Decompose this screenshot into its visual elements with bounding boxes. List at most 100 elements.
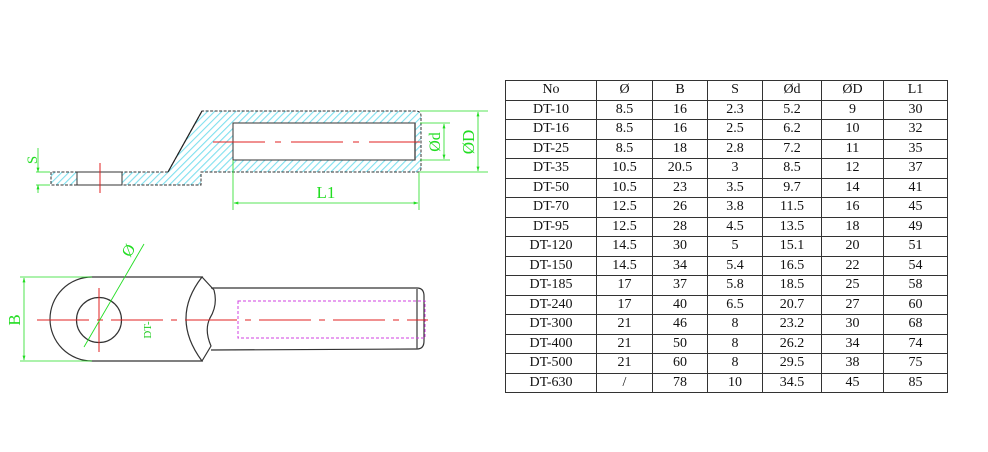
cell-inner-dia: 26.2: [762, 333, 822, 354]
technical-drawing: S Ød ØD L1: [5, 110, 488, 362]
cell-thickness-s: 8: [707, 333, 763, 354]
cell-width-b: 30: [652, 236, 708, 257]
cell-outer-dia: 27: [821, 294, 884, 315]
cell-width-b: 50: [652, 333, 708, 354]
cell-width-b: 46: [652, 314, 708, 335]
cell-length-l1: 68: [883, 314, 948, 335]
cell-outer-dia: 34: [821, 333, 884, 354]
cell-inner-dia: 8.5: [762, 158, 822, 179]
cell-outer-dia: 38: [821, 353, 884, 374]
cell-length-l1: 30: [883, 99, 948, 120]
side-view: S Ød ØD L1: [25, 110, 488, 210]
cell-length-l1: 60: [883, 294, 948, 315]
cell-model: DT-70: [505, 197, 597, 218]
cell-hole-dia: 21: [596, 314, 653, 335]
cell-outer-dia: 25: [821, 275, 884, 296]
cell-width-b: 34: [652, 255, 708, 276]
cell-thickness-s: 3.5: [707, 177, 763, 198]
cell-hole-dia: 14.5: [596, 255, 653, 276]
cell-inner-dia: 15.1: [762, 236, 822, 257]
label-l1: L1: [317, 183, 336, 202]
cell-hole-dia: 10.5: [596, 177, 653, 198]
cell-outer-dia: 20: [821, 236, 884, 257]
cell-length-l1: 74: [883, 333, 948, 354]
cell-model: DT-50: [505, 177, 597, 198]
cell-outer-dia: 12: [821, 158, 884, 179]
cell-hole-dia: 12.5: [596, 216, 653, 237]
cell-thickness-s: 5.8: [707, 275, 763, 296]
dimension-b: B: [5, 276, 92, 362]
cell-thickness-s: 2.3: [707, 99, 763, 120]
cell-width-b: 78: [652, 372, 708, 393]
cell-length-l1: 75: [883, 353, 948, 374]
cell-width-b: 60: [652, 353, 708, 374]
cell-model: DT-300: [505, 314, 597, 335]
cell-width-b: 23: [652, 177, 708, 198]
dimension-outer-diameter: ØD: [420, 110, 488, 173]
cell-model: DT-10: [505, 99, 597, 120]
header-hole-dia: Ø: [596, 80, 653, 101]
cell-length-l1: 32: [883, 119, 948, 140]
cell-thickness-s: 8: [707, 353, 763, 374]
cell-inner-dia: 13.5: [762, 216, 822, 237]
cell-inner-dia: 29.5: [762, 353, 822, 374]
cell-model: DT-25: [505, 138, 597, 159]
cell-outer-dia: 18: [821, 216, 884, 237]
cell-model: DT-240: [505, 294, 597, 315]
top-view: Ø DT- B: [5, 241, 428, 362]
cell-inner-dia: 23.2: [762, 314, 822, 335]
cell-hole-dia: 8.5: [596, 138, 653, 159]
dimension-inner-diameter: Ød: [420, 122, 450, 161]
cell-width-b: 26: [652, 197, 708, 218]
cell-inner-dia: 6.2: [762, 119, 822, 140]
cell-model: DT-35: [505, 158, 597, 179]
cell-inner-dia: 11.5: [762, 197, 822, 218]
cell-length-l1: 58: [883, 275, 948, 296]
palm-outline: [49, 276, 204, 362]
cell-model: DT-120: [505, 236, 597, 257]
cell-width-b: 18: [652, 138, 708, 159]
cell-thickness-s: 2.8: [707, 138, 763, 159]
barrel-outline: [201, 276, 425, 362]
cell-hole-dia: 21: [596, 353, 653, 374]
cell-width-b: 16: [652, 119, 708, 140]
cell-inner-dia: 20.7: [762, 294, 822, 315]
cell-width-b: 16: [652, 99, 708, 120]
cell-hole-dia: 17: [596, 294, 653, 315]
cell-hole-dia: 8.5: [596, 99, 653, 120]
cell-hole-dia: 14.5: [596, 236, 653, 257]
cell-thickness-s: 10: [707, 372, 763, 393]
dimension-l1: L1: [232, 160, 420, 210]
model-note: DT-: [142, 321, 154, 339]
cell-outer-dia: 45: [821, 372, 884, 393]
hole-diameter-leader: [83, 243, 145, 348]
cell-inner-dia: 18.5: [762, 275, 822, 296]
cell-hole-dia: 8.5: [596, 119, 653, 140]
cell-outer-dia: 9: [821, 99, 884, 120]
cell-thickness-s: 6.5: [707, 294, 763, 315]
cell-outer-dia: 22: [821, 255, 884, 276]
cell-length-l1: 54: [883, 255, 948, 276]
label-s: S: [25, 156, 41, 164]
cell-length-l1: 35: [883, 138, 948, 159]
header-length-l1: L1: [883, 80, 948, 101]
cell-hole-dia: 17: [596, 275, 653, 296]
cell-model: DT-16: [505, 119, 597, 140]
cell-hole-dia: /: [596, 372, 653, 393]
cell-hole-dia: 12.5: [596, 197, 653, 218]
header-outer-dia: ØD: [821, 80, 884, 101]
header-width-b: B: [652, 80, 708, 101]
